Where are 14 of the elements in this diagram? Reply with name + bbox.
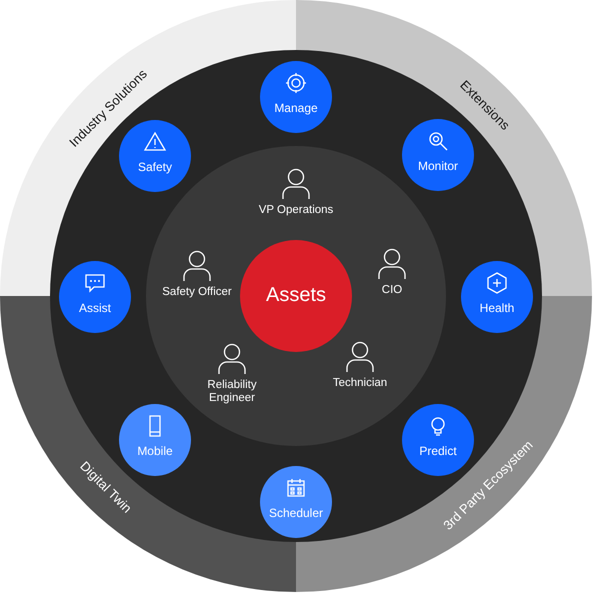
module-label: Mobile xyxy=(136,444,174,458)
module-label: Scheduler xyxy=(268,506,324,520)
center-label: Assets xyxy=(264,284,328,307)
module-label: Manage xyxy=(273,101,319,115)
module-label: Monitor xyxy=(416,159,459,173)
module-label: Predict xyxy=(418,444,458,458)
module-label: Health xyxy=(478,301,516,315)
role-label: VP Operations xyxy=(258,204,334,217)
role-label: Reliability Engineer xyxy=(206,379,258,405)
role-label: Safety Officer xyxy=(162,286,232,299)
module-label: Safety xyxy=(136,160,174,174)
role-label: CIO xyxy=(380,284,404,297)
role-label: Technician xyxy=(332,377,388,390)
module-label: Assist xyxy=(78,301,112,315)
